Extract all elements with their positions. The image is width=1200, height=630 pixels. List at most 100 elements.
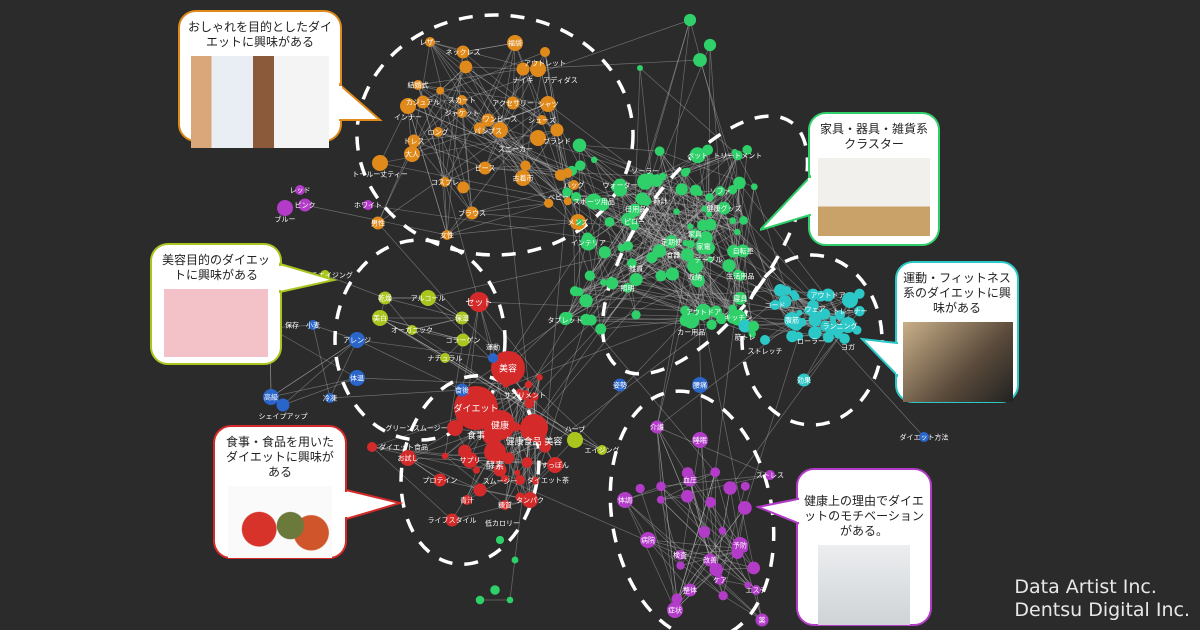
node-fitness[interactable] — [738, 319, 752, 333]
node-dot[interactable] — [716, 313, 727, 325]
node-fashion[interactable] — [540, 96, 556, 112]
node-dot[interactable] — [579, 293, 593, 308]
node-fashion[interactable] — [400, 98, 416, 114]
node-dot[interactable] — [681, 467, 694, 479]
node-dot[interactable] — [621, 212, 635, 227]
node-dot[interactable] — [464, 398, 471, 405]
node-dot[interactable] — [572, 138, 587, 153]
node-dot[interactable] — [596, 197, 610, 211]
node-dot[interactable] — [511, 556, 519, 564]
node-food[interactable] — [520, 390, 530, 400]
node-dot[interactable] — [502, 452, 515, 465]
node-dot[interactable] — [732, 269, 743, 280]
node-dot[interactable] — [687, 223, 694, 230]
node-dot[interactable] — [516, 388, 523, 395]
node-dot[interactable] — [595, 323, 607, 335]
node-misc[interactable] — [488, 353, 498, 363]
node-dot[interactable] — [678, 185, 687, 193]
node-dot[interactable] — [807, 288, 819, 301]
node-fitness[interactable] — [797, 373, 811, 387]
node-dot[interactable] — [684, 167, 691, 174]
node-furniture[interactable] — [736, 244, 750, 258]
node-fashion[interactable] — [550, 123, 564, 137]
node-dot[interactable] — [671, 593, 683, 605]
node-dot[interactable] — [598, 246, 611, 259]
node-fashion[interactable] — [456, 45, 470, 59]
node-misc[interactable] — [613, 378, 627, 392]
node-dot[interactable] — [475, 595, 485, 605]
node-food[interactable] — [462, 495, 472, 505]
node-dot[interactable] — [706, 319, 717, 330]
node-fitness[interactable] — [842, 292, 858, 308]
node-dot[interactable] — [544, 198, 554, 208]
node-fashion[interactable] — [530, 130, 546, 146]
node-dot[interactable] — [739, 216, 748, 225]
node-dot[interactable] — [731, 546, 744, 559]
node-dot[interactable] — [502, 380, 510, 388]
node-misc[interactable] — [349, 332, 365, 348]
node-dot[interactable] — [436, 86, 445, 95]
node-dot[interactable] — [673, 208, 680, 215]
node-dot[interactable] — [718, 591, 728, 601]
node-dot[interactable] — [683, 13, 697, 27]
node-dot[interactable] — [706, 256, 713, 263]
node-dot[interactable] — [705, 210, 713, 218]
node-fashion[interactable] — [516, 62, 530, 76]
node-furniture[interactable] — [733, 291, 747, 305]
node-misc[interactable] — [325, 393, 335, 403]
node-dot[interactable] — [617, 243, 626, 252]
node-dot[interactable] — [701, 205, 708, 212]
node-dot[interactable] — [495, 535, 505, 545]
node-food[interactable] — [433, 473, 447, 487]
node-dot[interactable] — [737, 500, 752, 515]
node-dot[interactable] — [691, 273, 705, 288]
node-dot[interactable] — [744, 581, 752, 589]
node-food[interactable] — [500, 500, 510, 510]
node-fashion[interactable] — [371, 216, 385, 230]
node-dot[interactable] — [698, 231, 713, 245]
node-fashion[interactable] — [407, 134, 421, 148]
node-furniture[interactable] — [717, 201, 731, 215]
node-fitness[interactable] — [760, 335, 770, 345]
node-dot[interactable] — [690, 184, 702, 196]
node-beauty[interactable] — [407, 325, 417, 335]
node-beauty[interactable] — [440, 353, 450, 363]
node-dot[interactable] — [666, 236, 677, 247]
node-dot[interactable] — [731, 148, 738, 156]
node-dot[interactable] — [645, 172, 654, 181]
node-furniture[interactable] — [680, 248, 694, 262]
node-food[interactable] — [484, 441, 506, 463]
node-fashion[interactable] — [372, 155, 388, 171]
node-fashion[interactable] — [457, 108, 467, 118]
node-dot[interactable] — [742, 144, 752, 155]
node-dot[interactable] — [656, 481, 666, 492]
node-dot[interactable] — [576, 218, 584, 226]
node-food[interactable] — [482, 425, 502, 445]
node-dot[interactable] — [748, 320, 760, 332]
node-dot[interactable] — [511, 422, 521, 432]
node-beauty[interactable] — [455, 311, 469, 325]
node-dot[interactable] — [822, 331, 834, 343]
node-food[interactable] — [493, 463, 507, 477]
node-dot[interactable] — [563, 197, 572, 206]
node-fashion[interactable] — [507, 35, 523, 51]
node-beauty[interactable] — [372, 310, 388, 326]
node-furniture[interactable] — [689, 147, 706, 164]
node-dot[interactable] — [441, 452, 449, 460]
node-fashion[interactable] — [465, 206, 479, 220]
node-dot[interactable] — [536, 435, 547, 446]
node-misc[interactable] — [919, 432, 929, 442]
node-furniture[interactable] — [687, 257, 704, 274]
node-beauty[interactable] — [456, 333, 470, 347]
node-health[interactable] — [298, 198, 312, 212]
node-dot[interactable] — [727, 244, 741, 258]
node-dot[interactable] — [727, 184, 738, 195]
node-beauty[interactable] — [378, 291, 392, 305]
node-dot[interactable] — [458, 444, 472, 459]
node-health[interactable] — [277, 200, 293, 216]
node-health[interactable] — [675, 550, 685, 560]
node-food[interactable] — [400, 450, 416, 466]
node-dot[interactable] — [854, 288, 865, 299]
node-dot[interactable] — [729, 217, 737, 225]
node-health[interactable] — [363, 200, 373, 210]
